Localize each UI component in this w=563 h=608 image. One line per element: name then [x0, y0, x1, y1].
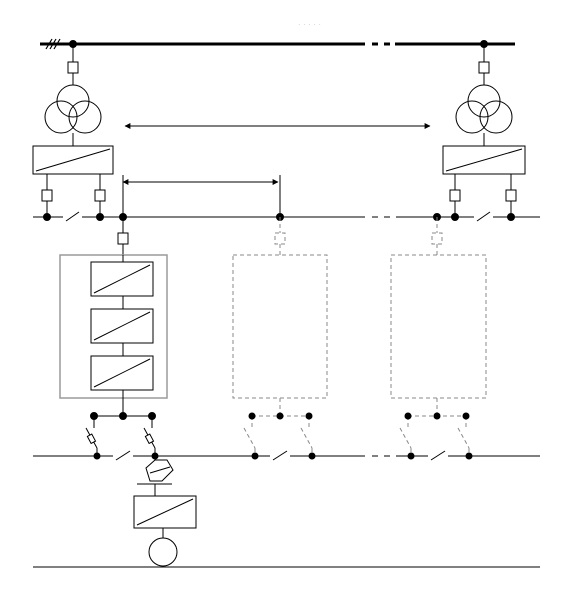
converter-icon	[90, 261, 154, 297]
fuse-icon	[243, 427, 256, 449]
converter-module-2-optional	[232, 217, 328, 456]
module-frame	[59, 254, 168, 399]
converter-module-1	[59, 217, 168, 456]
transformer-icon	[44, 84, 102, 134]
fuse-icon	[85, 427, 98, 449]
fuse-icon	[143, 427, 156, 449]
left-transformer-branch	[32, 40, 114, 221]
transformer-icon	[455, 84, 513, 134]
breaker-icon	[478, 61, 490, 74]
converter-icon	[442, 145, 526, 175]
converter-module-3-optional	[390, 217, 487, 456]
breaker-icon	[117, 232, 129, 245]
motor-icon	[148, 537, 178, 567]
converter-icon	[133, 495, 197, 529]
breaker-icon	[431, 232, 443, 245]
switch-icon	[65, 211, 80, 222]
converter-icon	[90, 308, 154, 344]
fuse-icon	[399, 427, 412, 449]
breaker-icon	[505, 189, 517, 202]
breaker-icon	[94, 189, 106, 202]
right-transformer-branch	[442, 40, 526, 221]
switch-icon	[476, 211, 491, 222]
ground-symbol-icon	[45, 38, 61, 50]
breaker-icon	[274, 232, 286, 245]
middle-busbar	[33, 211, 540, 222]
breaker-icon	[41, 189, 53, 202]
fuse-icon	[457, 427, 470, 449]
converter-icon	[90, 355, 154, 391]
motor-branch	[133, 456, 197, 567]
switch-icon	[272, 450, 288, 461]
fuse-icon	[300, 427, 313, 449]
top-caption: · · · · ·	[298, 22, 322, 28]
switch-icon	[115, 450, 131, 461]
lower-busbar	[33, 450, 540, 461]
converter-icon	[32, 145, 114, 175]
breaker-icon	[67, 61, 79, 74]
switch-icon	[430, 450, 446, 461]
breaker-icon	[449, 189, 461, 202]
